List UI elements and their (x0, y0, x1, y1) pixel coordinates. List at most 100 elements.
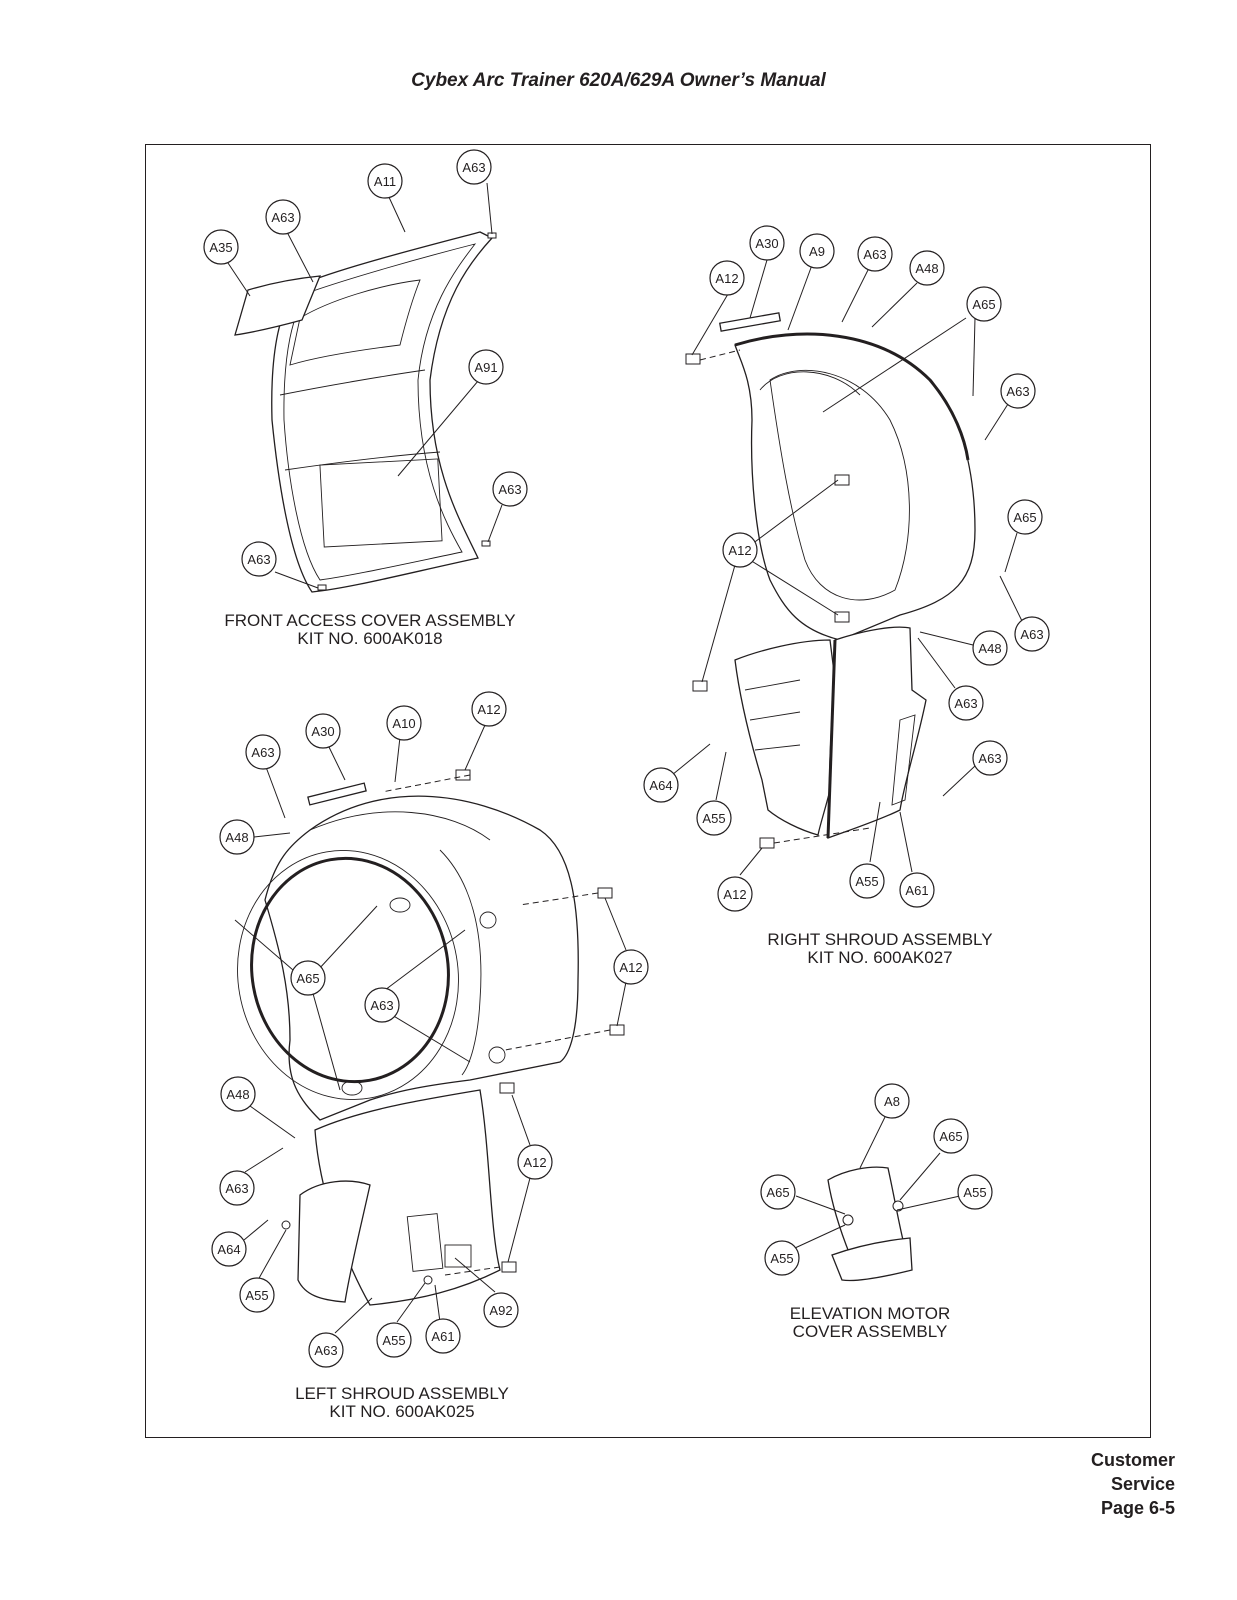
callout-a12: A12 (613, 949, 649, 985)
svg-text:A55: A55 (245, 1288, 268, 1303)
callout-a63: A63 (972, 740, 1008, 776)
svg-text:A65: A65 (1013, 510, 1036, 525)
svg-text:A30: A30 (755, 236, 778, 251)
svg-text:A63: A63 (225, 1181, 248, 1196)
callout-a65: A65 (1007, 499, 1043, 535)
footer-section: Service (1110, 1474, 1175, 1494)
svg-text:A61: A61 (431, 1329, 454, 1344)
svg-text:A12: A12 (728, 543, 751, 558)
page-footer: Customer Service Page 6-5 (1091, 1448, 1175, 1520)
callout-a9: A9 (799, 233, 835, 269)
svg-text:A12: A12 (619, 960, 642, 975)
callout-a63: A63 (265, 199, 301, 235)
callout-a63: A63 (492, 471, 528, 507)
callout-a55: A55 (849, 863, 885, 899)
svg-text:A12: A12 (477, 702, 500, 717)
svg-text:A63: A63 (1006, 384, 1029, 399)
caption-left-shroud: LEFT SHROUD ASSEMBLY KIT NO. 600AK025 (262, 1385, 542, 1421)
svg-text:A63: A63 (251, 745, 274, 760)
caption-line: KIT NO. 600AK025 (329, 1402, 475, 1421)
svg-text:A8: A8 (884, 1094, 900, 1109)
callout-a48: A48 (220, 1076, 256, 1112)
svg-text:A12: A12 (723, 887, 746, 902)
callout-a10: A10 (386, 705, 422, 741)
callout-a30: A30 (749, 225, 785, 261)
svg-text:A12: A12 (715, 271, 738, 286)
svg-text:A11: A11 (374, 174, 396, 189)
callout-a65: A65 (290, 960, 326, 996)
caption-line: COVER ASSEMBLY (792, 1322, 948, 1341)
caption-front-access-cover: FRONT ACCESS COVER ASSEMBLY KIT NO. 600A… (200, 612, 540, 648)
callout-a91: A91 (468, 349, 504, 385)
svg-text:A61: A61 (905, 883, 928, 898)
callout-a35: A35 (203, 229, 239, 265)
left-shroud-drawing (237, 769, 625, 1306)
callout-a48: A48 (972, 630, 1008, 666)
svg-text:A48: A48 (225, 830, 248, 845)
callout-a64: A64 (211, 1231, 247, 1267)
caption-line: RIGHT SHROUD ASSEMBLY (767, 930, 993, 949)
callout-a63: A63 (857, 236, 893, 272)
callout-a65: A65 (933, 1118, 969, 1154)
svg-text:A63: A63 (462, 160, 485, 175)
callout-a63: A63 (219, 1170, 255, 1206)
svg-text:A64: A64 (649, 778, 672, 793)
callout-a63: A63 (948, 685, 984, 721)
svg-text:A63: A63 (978, 751, 1001, 766)
caption-line: KIT NO. 600AK018 (297, 629, 443, 648)
svg-text:A48: A48 (978, 641, 1001, 656)
svg-text:A9: A9 (809, 244, 825, 259)
svg-text:A63: A63 (1020, 627, 1043, 642)
svg-text:A65: A65 (296, 971, 319, 986)
caption-elevation-motor-cover: ELEVATION MOTOR COVER ASSEMBLY (760, 1305, 980, 1341)
callout-a65: A65 (760, 1174, 796, 1210)
svg-text:A12: A12 (523, 1155, 546, 1170)
svg-text:A65: A65 (766, 1185, 789, 1200)
callout-a63: A63 (1000, 373, 1036, 409)
figure-frame (145, 144, 1151, 1438)
callout-a12: A12 (517, 1144, 553, 1180)
svg-text:A65: A65 (972, 297, 995, 312)
svg-text:A48: A48 (915, 261, 938, 276)
svg-text:A91: A91 (474, 360, 497, 375)
callout-a12: A12 (722, 532, 758, 568)
svg-text:A63: A63 (247, 552, 270, 567)
callout-a61: A61 (899, 872, 935, 908)
svg-text:A10: A10 (392, 716, 415, 731)
front-access-cover-drawing (234, 231, 497, 593)
svg-text:A63: A63 (498, 482, 521, 497)
callout-a65: A65 (966, 286, 1002, 322)
svg-text:A35: A35 (209, 240, 232, 255)
callout-a12: A12 (471, 691, 507, 727)
svg-text:A55: A55 (382, 1333, 405, 1348)
callout-a12: A12 (709, 260, 745, 296)
page-header: Cybex Arc Trainer 620A/629A Owner’s Manu… (411, 70, 826, 91)
caption-line: LEFT SHROUD ASSEMBLY (295, 1384, 509, 1403)
footer-section: Customer (1090, 1450, 1175, 1470)
callout-a8: A8 (874, 1083, 910, 1119)
callout-a92: A92 (483, 1292, 519, 1328)
svg-text:A63: A63 (954, 696, 977, 711)
svg-text:A55: A55 (702, 811, 725, 826)
caption-line: FRONT ACCESS COVER ASSEMBLY (224, 611, 516, 630)
callout-a55: A55 (239, 1277, 275, 1313)
callout-a48: A48 (219, 819, 255, 855)
leader-lines (227, 182, 1023, 1334)
right-shroud-drawing (685, 312, 976, 849)
svg-text:A30: A30 (311, 724, 334, 739)
svg-text:A48: A48 (226, 1087, 249, 1102)
callout-a55: A55 (764, 1240, 800, 1276)
svg-text:A92: A92 (489, 1303, 512, 1318)
callout-a63: A63 (456, 149, 492, 185)
callout-a11: A11 (367, 163, 403, 199)
svg-text:A55: A55 (855, 874, 878, 889)
callout-a64: A64 (643, 767, 679, 803)
callout-a55: A55 (696, 800, 732, 836)
caption-line: ELEVATION MOTOR (789, 1304, 951, 1323)
svg-text:A55: A55 (770, 1251, 793, 1266)
callout-a63: A63 (308, 1332, 344, 1368)
callout-a63: A63 (245, 734, 281, 770)
svg-text:A63: A63 (314, 1343, 337, 1358)
svg-text:A63: A63 (370, 998, 393, 1013)
